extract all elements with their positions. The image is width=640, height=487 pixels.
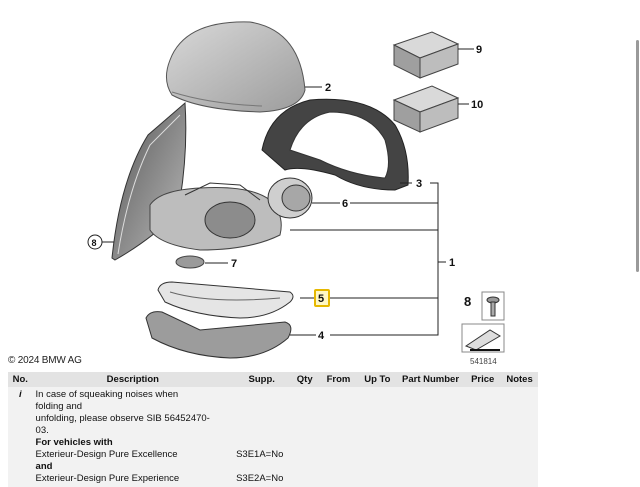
- note-line: folding and: [35, 401, 83, 412]
- mirror-base-part: [149, 182, 282, 251]
- info-icon: i: [8, 387, 33, 487]
- callout-2: 2: [325, 82, 331, 94]
- parts-table: No. Description Supp. Qty From Up To Par…: [8, 372, 538, 487]
- housing-frame-part: [261, 98, 409, 191]
- callout-7: 7: [231, 258, 237, 270]
- for-vehicles-label: For vehicles with: [35, 437, 113, 448]
- design-excellence: Exterieur-Design Pure Excellence: [35, 449, 178, 460]
- row-qty: [290, 387, 320, 487]
- motor-part: [267, 177, 313, 219]
- callout-8: 8: [92, 238, 97, 248]
- note-line: unfolding, please observe SIB 56452470-: [35, 413, 210, 424]
- col-upto[interactable]: Up To: [357, 372, 397, 387]
- parts-diagram: 2 9 10 3 6 7 1 4 5 8 8 541814: [87, 21, 505, 366]
- diagram-id: 541814: [470, 357, 497, 366]
- col-notes[interactable]: Notes: [501, 372, 538, 387]
- table-row: i In case of squeaking noises when foldi…: [8, 387, 538, 487]
- copyright-text: © 2024 BMW AG: [8, 355, 82, 366]
- callout-8-circle: 8: [87, 234, 103, 250]
- callout-9: 9: [476, 44, 482, 56]
- row-part-number: [396, 387, 465, 487]
- col-no[interactable]: No.: [8, 372, 33, 387]
- callout-5[interactable]: 5: [318, 293, 324, 305]
- callout-5-highlight[interactable]: 5: [314, 289, 330, 307]
- col-part-number[interactable]: Part Number: [396, 372, 465, 387]
- col-from[interactable]: From: [319, 372, 358, 387]
- mirror-cap-part: [166, 21, 306, 113]
- callout-3: 3: [416, 178, 422, 190]
- design-experience: Exterieur-Design Pure Experience: [35, 473, 180, 484]
- legend-screw-8: 8: [464, 291, 505, 321]
- supp-excellence: S3E1A=No: [236, 449, 284, 460]
- row-description: In case of squeaking noises when folding…: [32, 387, 234, 487]
- callout-10: 10: [471, 99, 483, 111]
- legend-tool-box: [461, 323, 505, 353]
- row-upto: [357, 387, 397, 487]
- col-description[interactable]: Description: [32, 372, 234, 387]
- lower-trim-part: [145, 311, 292, 359]
- table-header-row: No. Description Supp. Qty From Up To Par…: [8, 372, 538, 387]
- col-supp[interactable]: Supp.: [233, 372, 291, 387]
- callout-1: 1: [449, 257, 455, 269]
- legend-8-label: 8: [464, 294, 471, 309]
- note-line: 03.: [35, 425, 49, 436]
- turn-signal-part: [157, 281, 294, 319]
- row-supp: S3E1A=No S3E2A=No: [233, 387, 291, 487]
- callout-4: 4: [318, 330, 325, 342]
- box-part-10: [392, 85, 460, 133]
- callout-6: 6: [342, 198, 348, 210]
- box-part-9: [392, 31, 460, 79]
- note-line: In case of squeaking noises when: [35, 389, 179, 400]
- pad-part: [175, 255, 205, 269]
- row-price: [464, 387, 502, 487]
- col-qty[interactable]: Qty: [290, 372, 320, 387]
- scrollbar[interactable]: [636, 40, 639, 272]
- row-notes: [501, 387, 538, 487]
- col-price[interactable]: Price: [464, 372, 502, 387]
- row-from: [319, 387, 358, 487]
- leader-lines: [102, 48, 474, 336]
- supp-experience: S3E2A=No: [236, 473, 284, 484]
- and-label: and: [35, 461, 53, 472]
